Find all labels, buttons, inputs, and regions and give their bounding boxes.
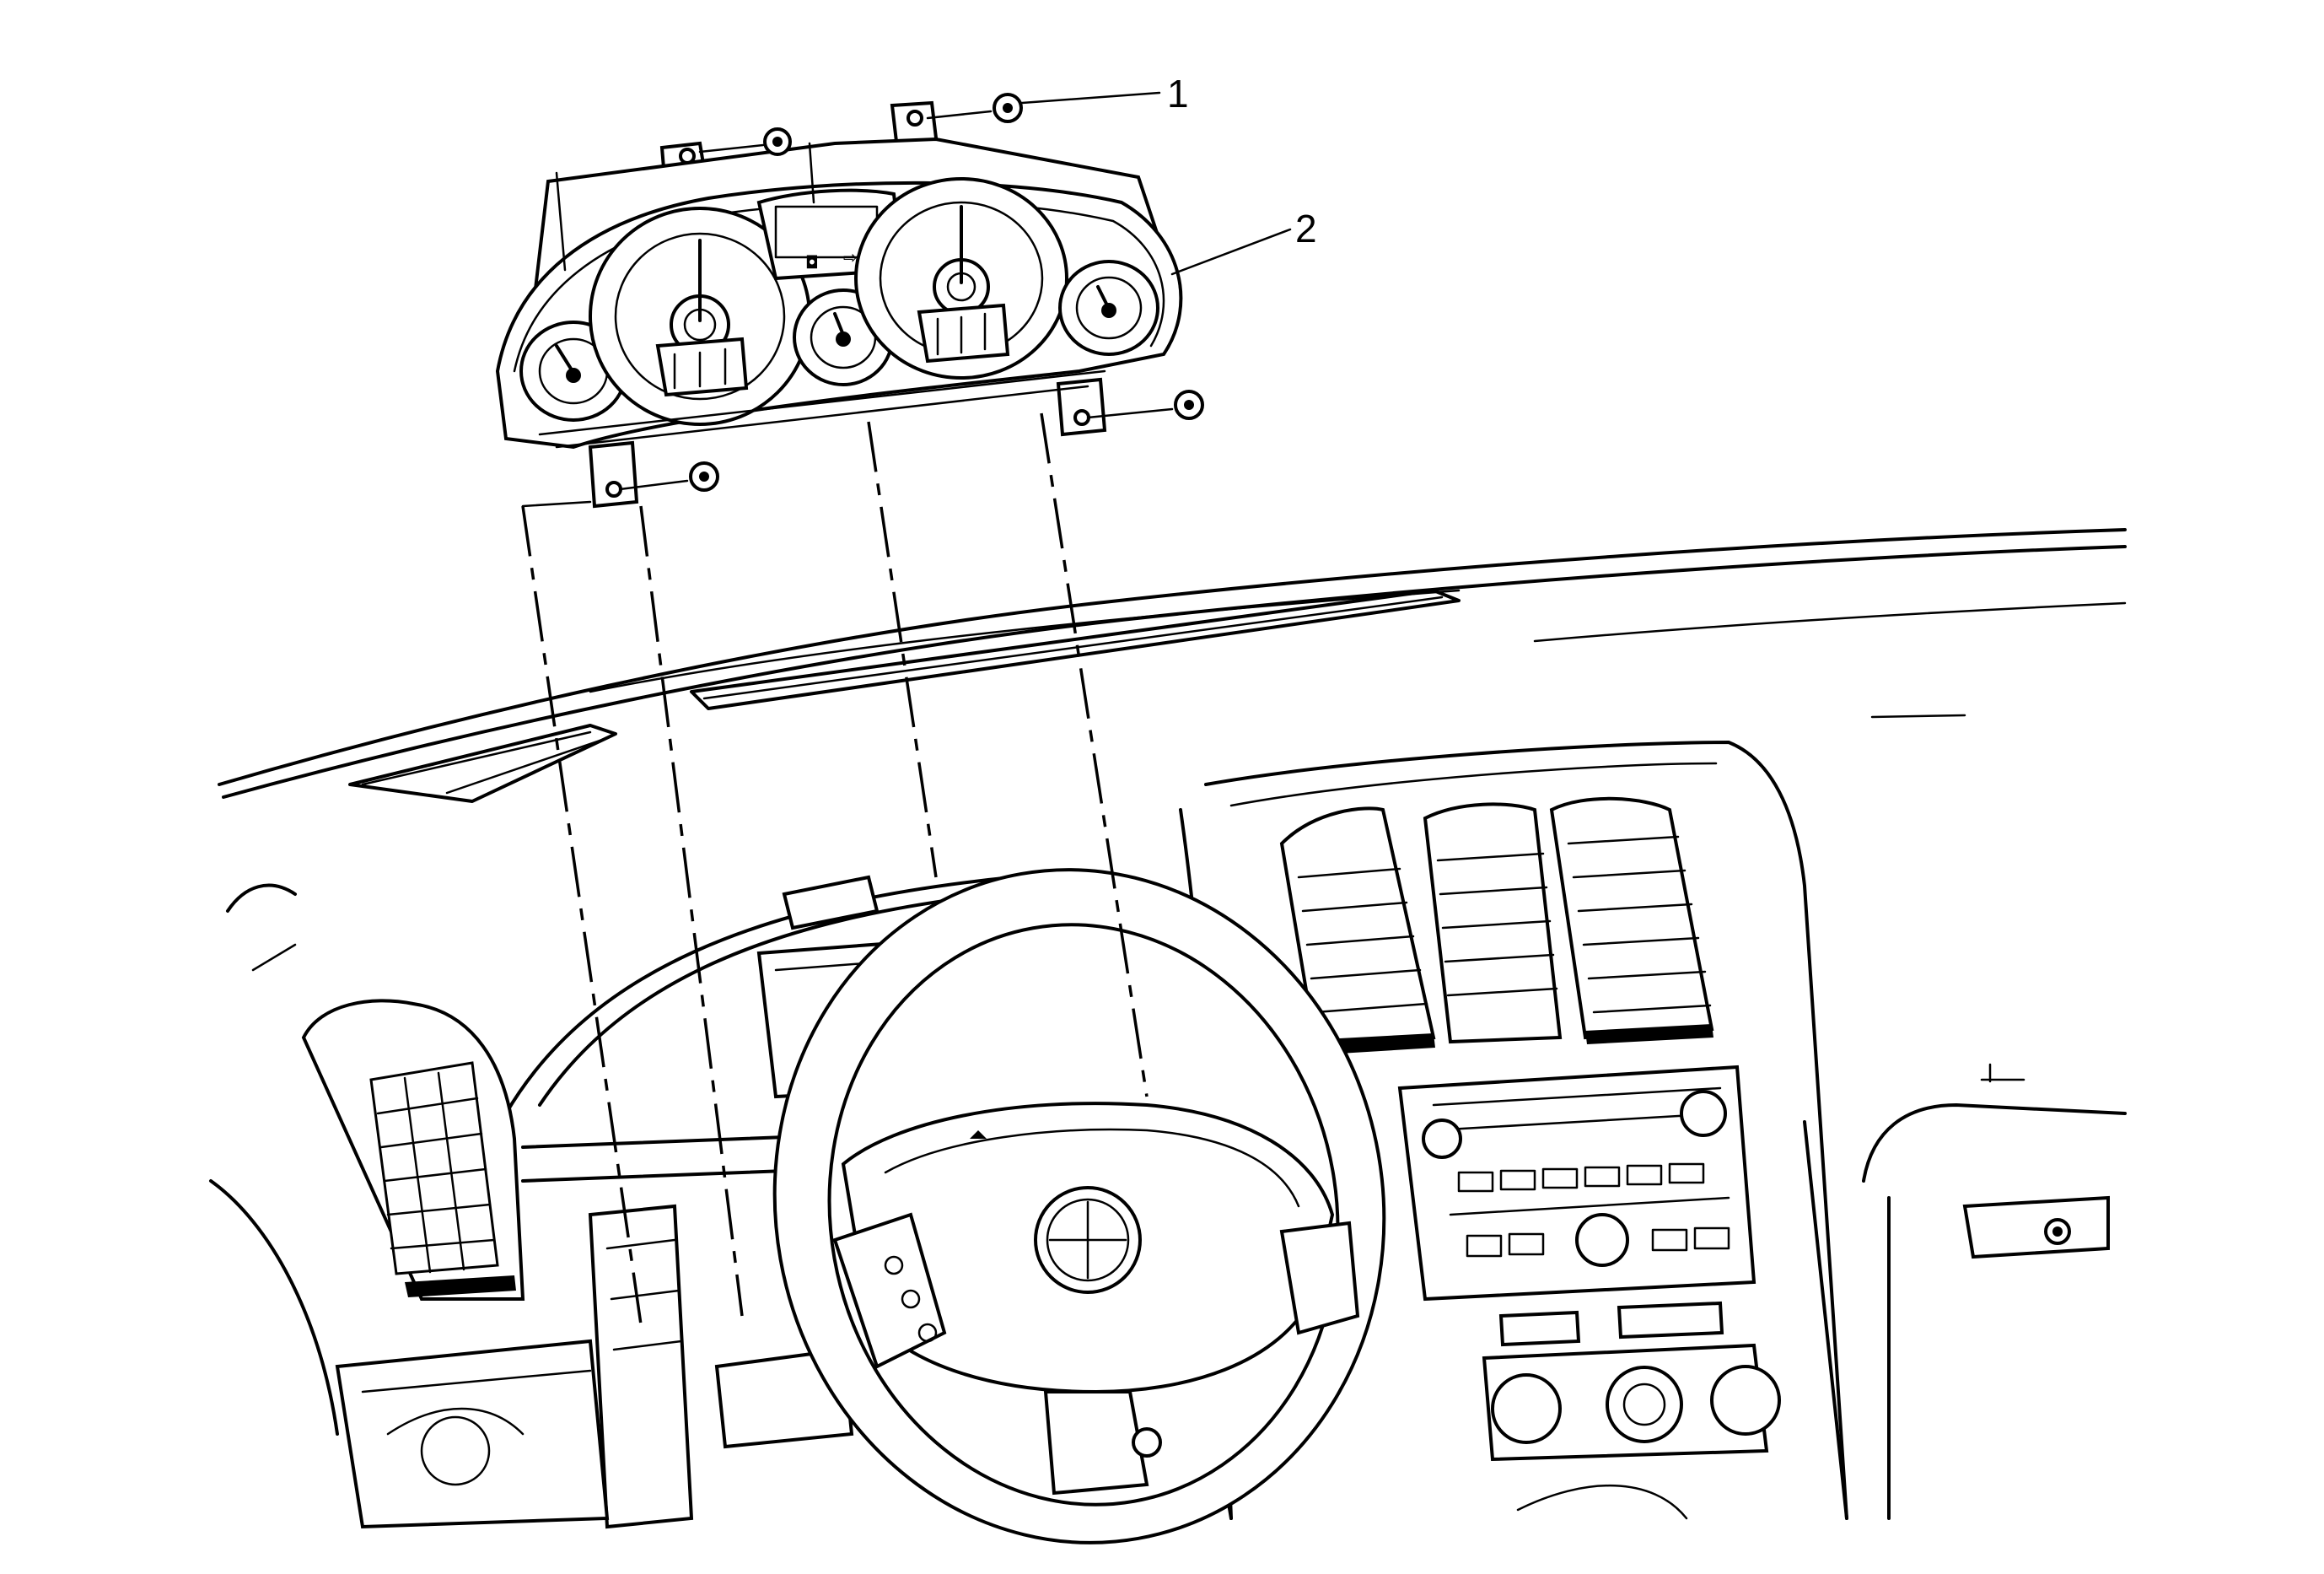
callout-2-label: 2 [1295,207,1317,251]
instrument-cluster: ◘ ⇨ [495,100,1183,509]
callout-leaders [1020,91,1292,276]
cluster-fasteners [618,93,1204,492]
alignment-lines [521,142,1149,1325]
svg-text:◘: ◘ [805,252,819,272]
svg-text:⇨: ⇨ [843,247,858,267]
left-air-vent [301,999,525,1301]
climate-controls [1482,1301,1781,1462]
center-air-vents [1279,796,1714,1054]
radio-unit [1397,1065,1756,1302]
callout-1-label: 1 [1167,72,1189,116]
steering-wheel [772,868,1386,1544]
